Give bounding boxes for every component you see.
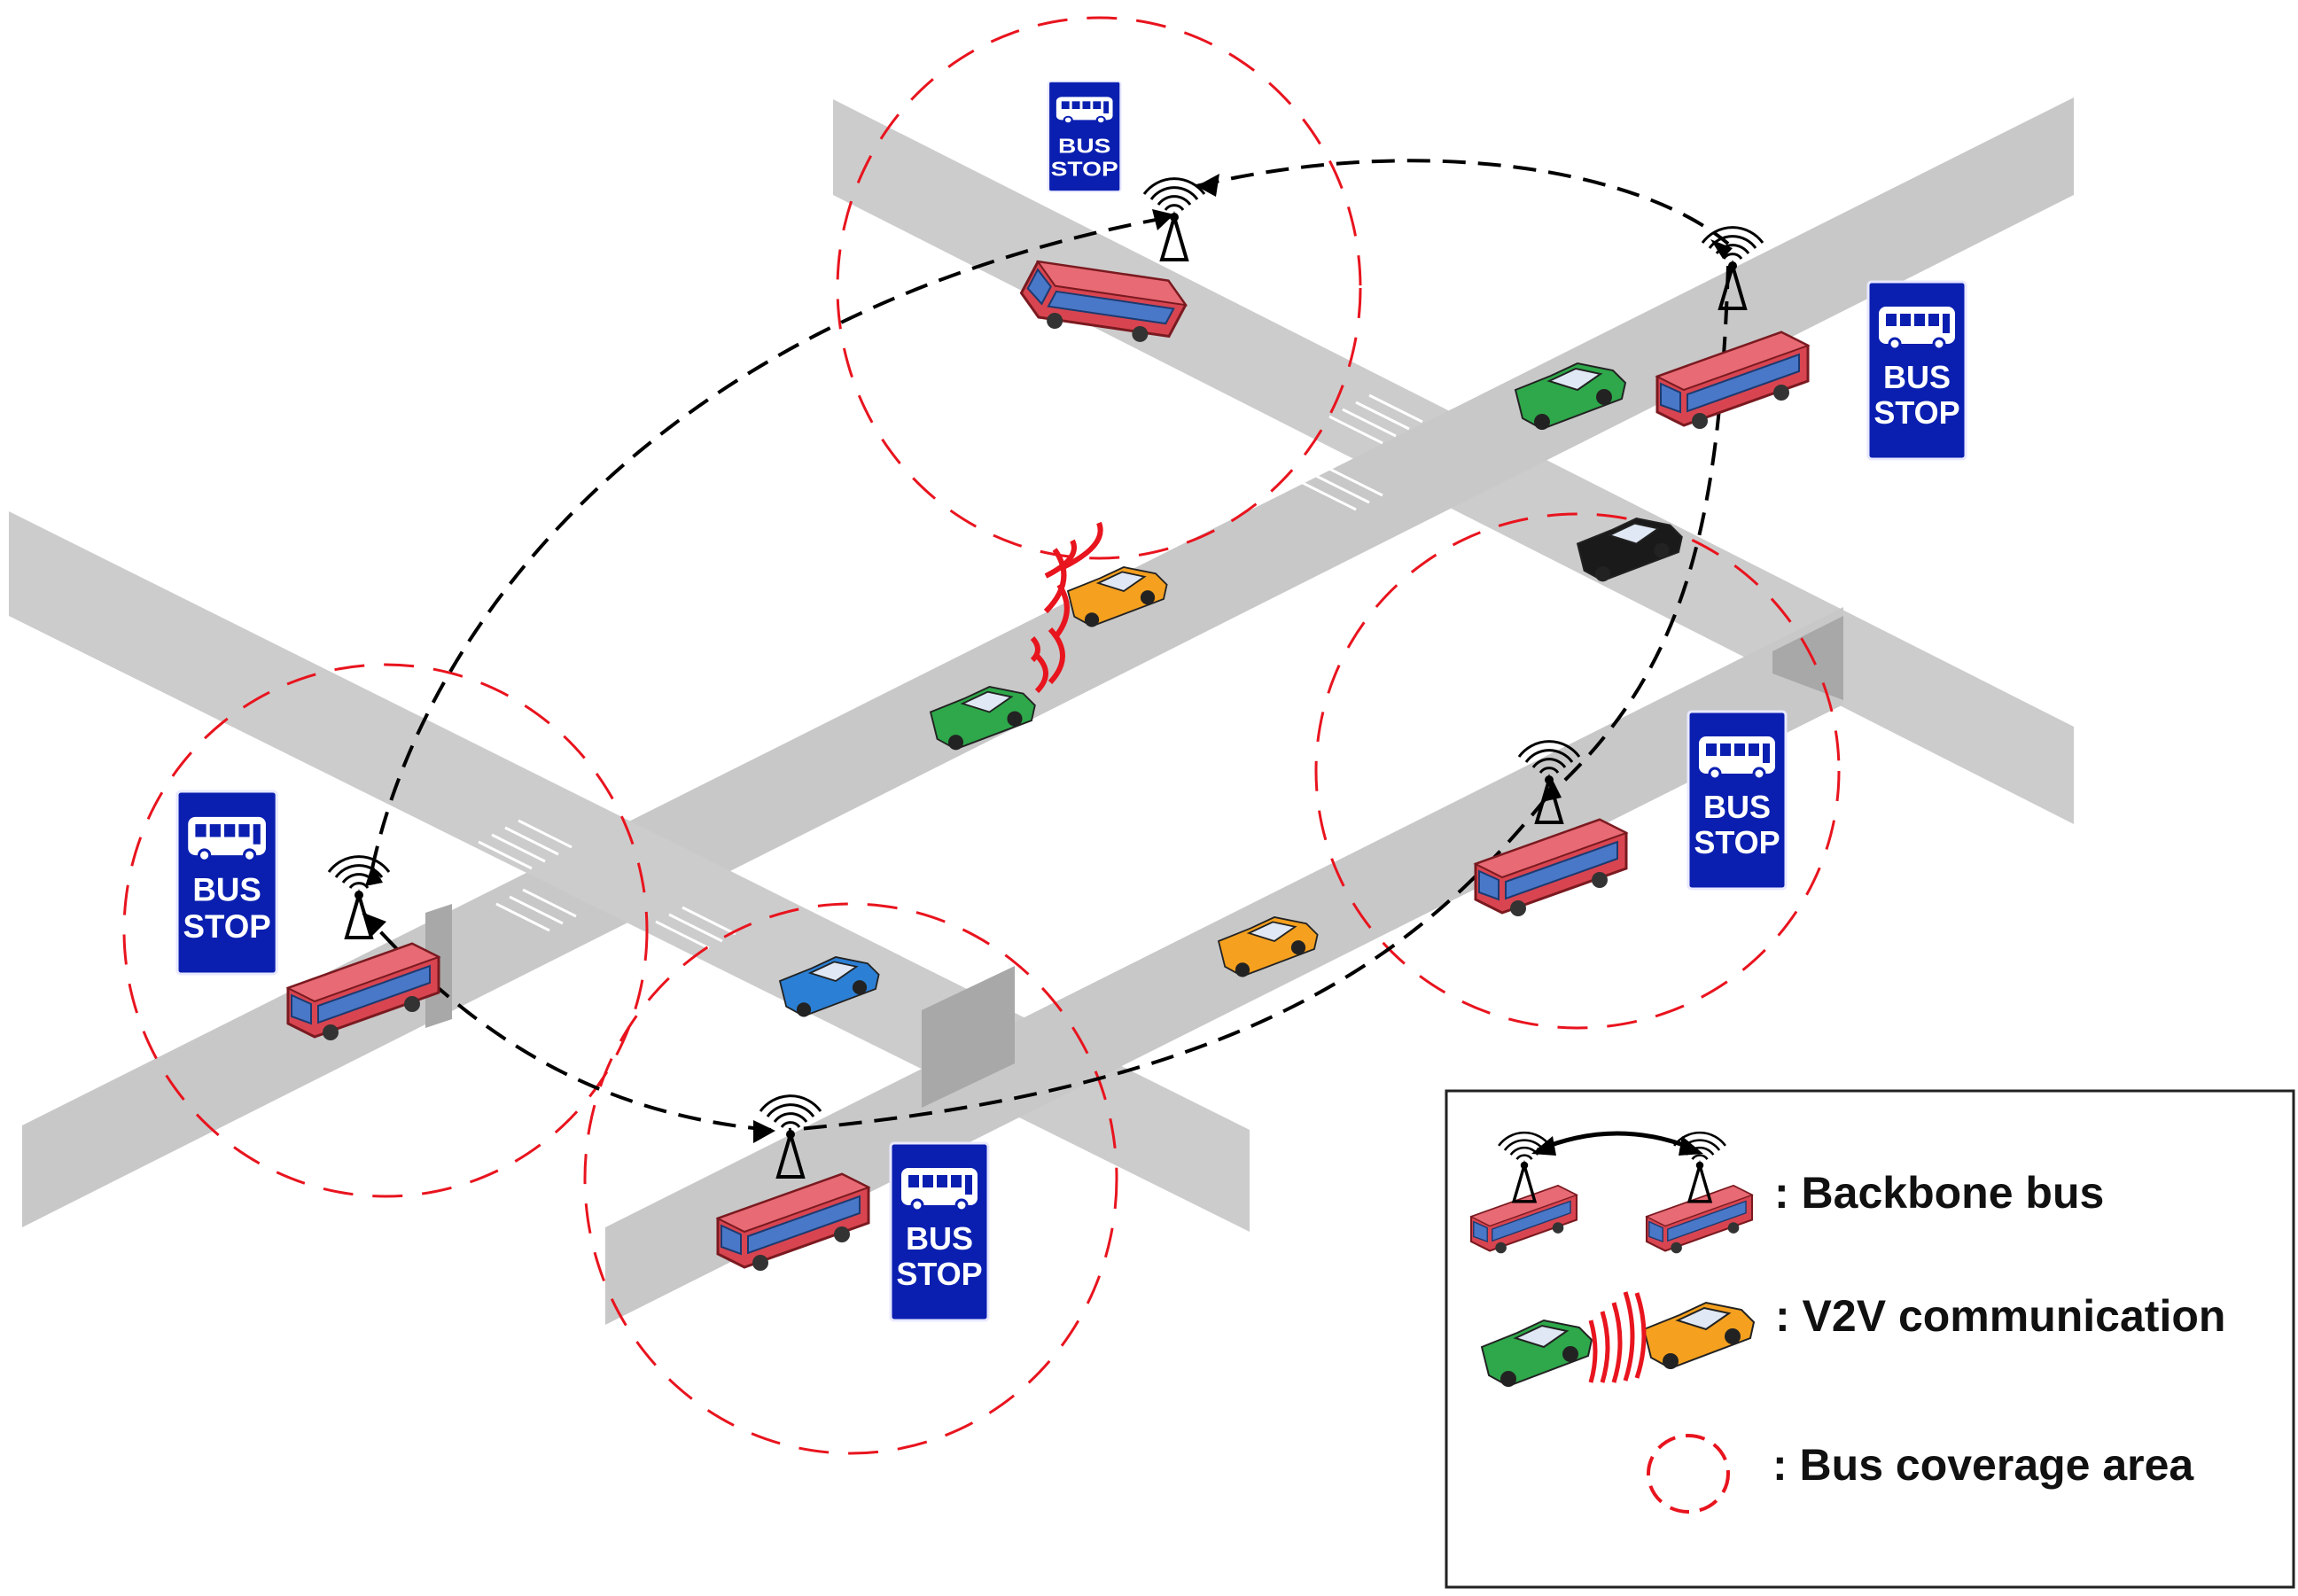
backbone-link bbox=[1196, 159, 1730, 245]
arrowhead bbox=[1679, 1136, 1703, 1156]
bus-stop-sign-icon: BUS STOP bbox=[1686, 710, 1788, 891]
coverage-circle-icon bbox=[122, 663, 649, 1198]
sign-label-bus: BUS bbox=[192, 871, 261, 907]
sign-label-stop: STOP bbox=[183, 908, 270, 945]
sign-label-stop: STOP bbox=[1873, 394, 1959, 431]
v2v-wave-icon bbox=[1030, 521, 1103, 694]
arrowhead bbox=[1531, 1136, 1556, 1156]
sign-label-bus: BUS bbox=[906, 1220, 973, 1257]
sign-label-bus: BUS bbox=[1058, 136, 1110, 158]
bus-stop-sign-icon: BUS STOP bbox=[175, 790, 278, 976]
arrowhead bbox=[365, 864, 383, 886]
coverage-areas bbox=[122, 16, 1841, 1455]
legend-coverage: : Bus coverage area bbox=[1647, 1434, 2194, 1514]
legend: : Backbone bus : V2V communication : Bus… bbox=[1445, 1089, 2295, 1589]
double-arrow-icon bbox=[1537, 1131, 1698, 1153]
sign-label-stop: STOP bbox=[896, 1256, 982, 1292]
road-shadow bbox=[1772, 616, 1843, 700]
sign-label-bus: BUS bbox=[1883, 359, 1951, 395]
sign-label-stop: STOP bbox=[1051, 159, 1118, 181]
backbone-link bbox=[370, 215, 1171, 869]
legend-v2v-label: : V2V communication bbox=[1775, 1291, 2225, 1341]
coverage-circle-icon bbox=[1314, 512, 1841, 1030]
coverage-circle-icon bbox=[1647, 1434, 1730, 1514]
sign-label-stop: STOP bbox=[1694, 824, 1780, 860]
arrowhead bbox=[753, 1120, 775, 1143]
coverage-circle-icon bbox=[836, 16, 1362, 560]
sign-label-bus: BUS bbox=[1703, 789, 1771, 825]
bus-stop-sign-icon: BUS STOP bbox=[889, 1141, 990, 1322]
legend-coverage-label: : Bus coverage area bbox=[1772, 1440, 2194, 1490]
crosswalk bbox=[478, 393, 1423, 950]
legend-backbone: : Backbone bus bbox=[1469, 1131, 2104, 1255]
legend-v2v: : V2V communication bbox=[1481, 1291, 2225, 1388]
bus-stop-sign-icon: BUS STOP bbox=[1047, 80, 1122, 193]
coverage-circle-icon bbox=[583, 902, 1118, 1455]
bus-stop-sign-icon: BUS STOP bbox=[1866, 280, 1967, 461]
road-shadow bbox=[922, 966, 1015, 1108]
legend-backbone-label: : Backbone bus bbox=[1774, 1168, 2104, 1218]
backbone-link bbox=[1545, 265, 1730, 799]
backbone-arrowheads bbox=[363, 174, 1733, 1143]
v2v-wave-icon bbox=[1588, 1291, 1647, 1383]
arrowhead bbox=[1152, 209, 1174, 230]
arrowhead bbox=[1196, 174, 1219, 197]
